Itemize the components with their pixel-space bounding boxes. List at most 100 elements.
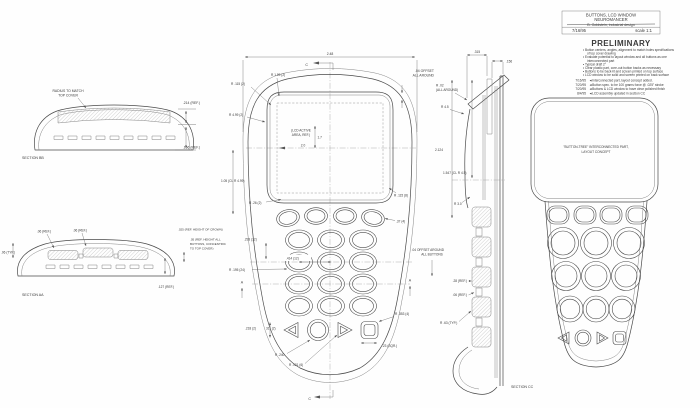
title-scale: scale 1:1 (635, 28, 652, 33)
radius-label: R .353 (4) (395, 312, 409, 316)
tree-inner (548, 200, 644, 362)
button (274, 207, 302, 229)
button-section (471, 326, 492, 348)
section-arrow (313, 61, 319, 65)
side-view-section-cc: .315 .156 R .02 (ALL AROUND) R 4.5 2.124… (435, 50, 534, 395)
square-button-inner (363, 324, 376, 336)
cover-section-inner (21, 243, 171, 277)
button (582, 295, 610, 323)
dim-base: .127 (REF.) (158, 285, 174, 289)
button-offset-note: .04 OFFSET AROUND (412, 248, 445, 252)
round-button (307, 319, 329, 341)
note-line: interconnected part (587, 59, 614, 63)
button-gap-dim: .06 (REF.) (453, 293, 467, 297)
button-height-dim: .28 (REF.) (453, 279, 467, 283)
left-arrow-button (557, 331, 570, 345)
lcd-active-area (276, 102, 384, 194)
centerline-dim: 1.547 (CL R 4.5) (443, 171, 466, 175)
button-tree-view: "BUTTON-TREE" INTERCONNECTED PART, LAYOU… (530, 97, 659, 368)
square-button (360, 321, 379, 339)
button-web (475, 257, 483, 267)
dim-overall-width: 2.48 (327, 52, 334, 56)
note-line: • Buttons to be back-lit and screen prin… (583, 70, 663, 74)
button-web (78, 253, 84, 259)
section-caption: SECTION CC (511, 385, 534, 389)
section-aa-view: .06 (REF.) .06 (REF.) .06 (TYP.) .025 (R… (1, 228, 227, 298)
lcd-window-section (57, 107, 171, 124)
window-outline (530, 97, 659, 203)
section-arrow (314, 395, 320, 399)
button (546, 205, 570, 225)
device-outline (247, 74, 413, 376)
section-caption: SECTION AA (22, 293, 44, 297)
section-a-marker: A (241, 281, 244, 285)
right-arrow-button-inner (340, 325, 349, 335)
concept-label: LAYOUT CONCEPT (582, 150, 611, 154)
section-c-marker: C (308, 397, 311, 401)
triangle-height-dim: .218 (2) (245, 327, 256, 331)
button-height-note: BUTTONS, CONCENTRIC (190, 242, 227, 246)
button (556, 295, 584, 323)
note-line: of top cover drawing (587, 52, 616, 56)
window-inner (534, 101, 655, 199)
radius-note: TOP COVER (58, 94, 78, 98)
button (625, 205, 649, 225)
clip-stem (486, 78, 493, 135)
radius-note: RADIUS TO MATCH (52, 89, 84, 93)
strikethrough-line (566, 23, 656, 26)
note-line: • Evaluate potential to layout window an… (583, 55, 667, 59)
row-pitch-dim: .293 (12) (244, 238, 257, 242)
button (333, 207, 357, 225)
button (304, 207, 328, 225)
preliminary-heading: PRELIMINARY (591, 39, 650, 48)
pcb-pad-row (45, 264, 154, 269)
button-section (471, 296, 492, 318)
button (580, 227, 612, 259)
revision-note: ◄Interconnected part, layout concept add… (589, 79, 653, 83)
button (551, 261, 581, 291)
cover-section-outline (17, 239, 175, 277)
title-block-border (561, 10, 661, 35)
radius-label: R 3.0 (454, 202, 462, 206)
button (349, 229, 377, 251)
button (613, 227, 645, 259)
radius-label: R .02 (436, 84, 444, 88)
stem-dim: .156 (506, 60, 512, 64)
col-pitch-dim: .414 (12) (286, 257, 299, 261)
right-arrow-button-inner (599, 334, 606, 342)
button (611, 261, 641, 291)
note-line: • Clear plastic part, core-out button ba… (583, 66, 661, 70)
revision-note: ◄LCD assembly updated in section CC (589, 91, 646, 95)
button (317, 295, 345, 317)
radius-label: (ALL AROUND) (436, 88, 458, 92)
radius-label: R .021 (6) (289, 363, 303, 367)
concept-label: "BUTTON-TREE" INTERCONNECTED PART, (563, 145, 628, 149)
author-line: B. Goldstein, industrial design (587, 23, 635, 27)
round-button-inner (576, 331, 590, 345)
note-line: • Button centers, angles, alignment to m… (583, 48, 674, 52)
lcd-area-label: (LCD ACTIVE (291, 129, 311, 133)
revision-date: 7/20/95 (575, 87, 586, 91)
round-button (574, 329, 592, 347)
leader-line (77, 97, 87, 109)
bottom-tail-inner (458, 349, 480, 390)
radius-label: R .115 (8) (394, 194, 408, 198)
radius-label: R .63 (TYP.) (440, 321, 457, 325)
dim-base-height: .166 (REF.) (183, 146, 200, 150)
square-button-inner (615, 333, 624, 343)
tree-outline (544, 200, 648, 368)
note-line: • LCD window to be solid and screen prin… (583, 73, 669, 77)
radius-label: R .195 (24) (229, 268, 245, 272)
title-block: BUTTONS, LCD WINDOW NEUROMANCER B. Golds… (561, 10, 661, 35)
dim-gap: .06 (REF.) (73, 229, 87, 233)
square-dim: .23 (SQR.) (382, 344, 397, 348)
dim-arrow (279, 146, 285, 150)
button-offset-note: ALL BUTTONS (421, 253, 443, 257)
button-section (471, 266, 492, 288)
radius-label: R .240 (275, 353, 285, 357)
radius-label: R 1.99 (2) (271, 73, 285, 77)
radius-label: R .26 (2) (249, 201, 261, 205)
revision-date: 7/16/95 (575, 79, 586, 83)
